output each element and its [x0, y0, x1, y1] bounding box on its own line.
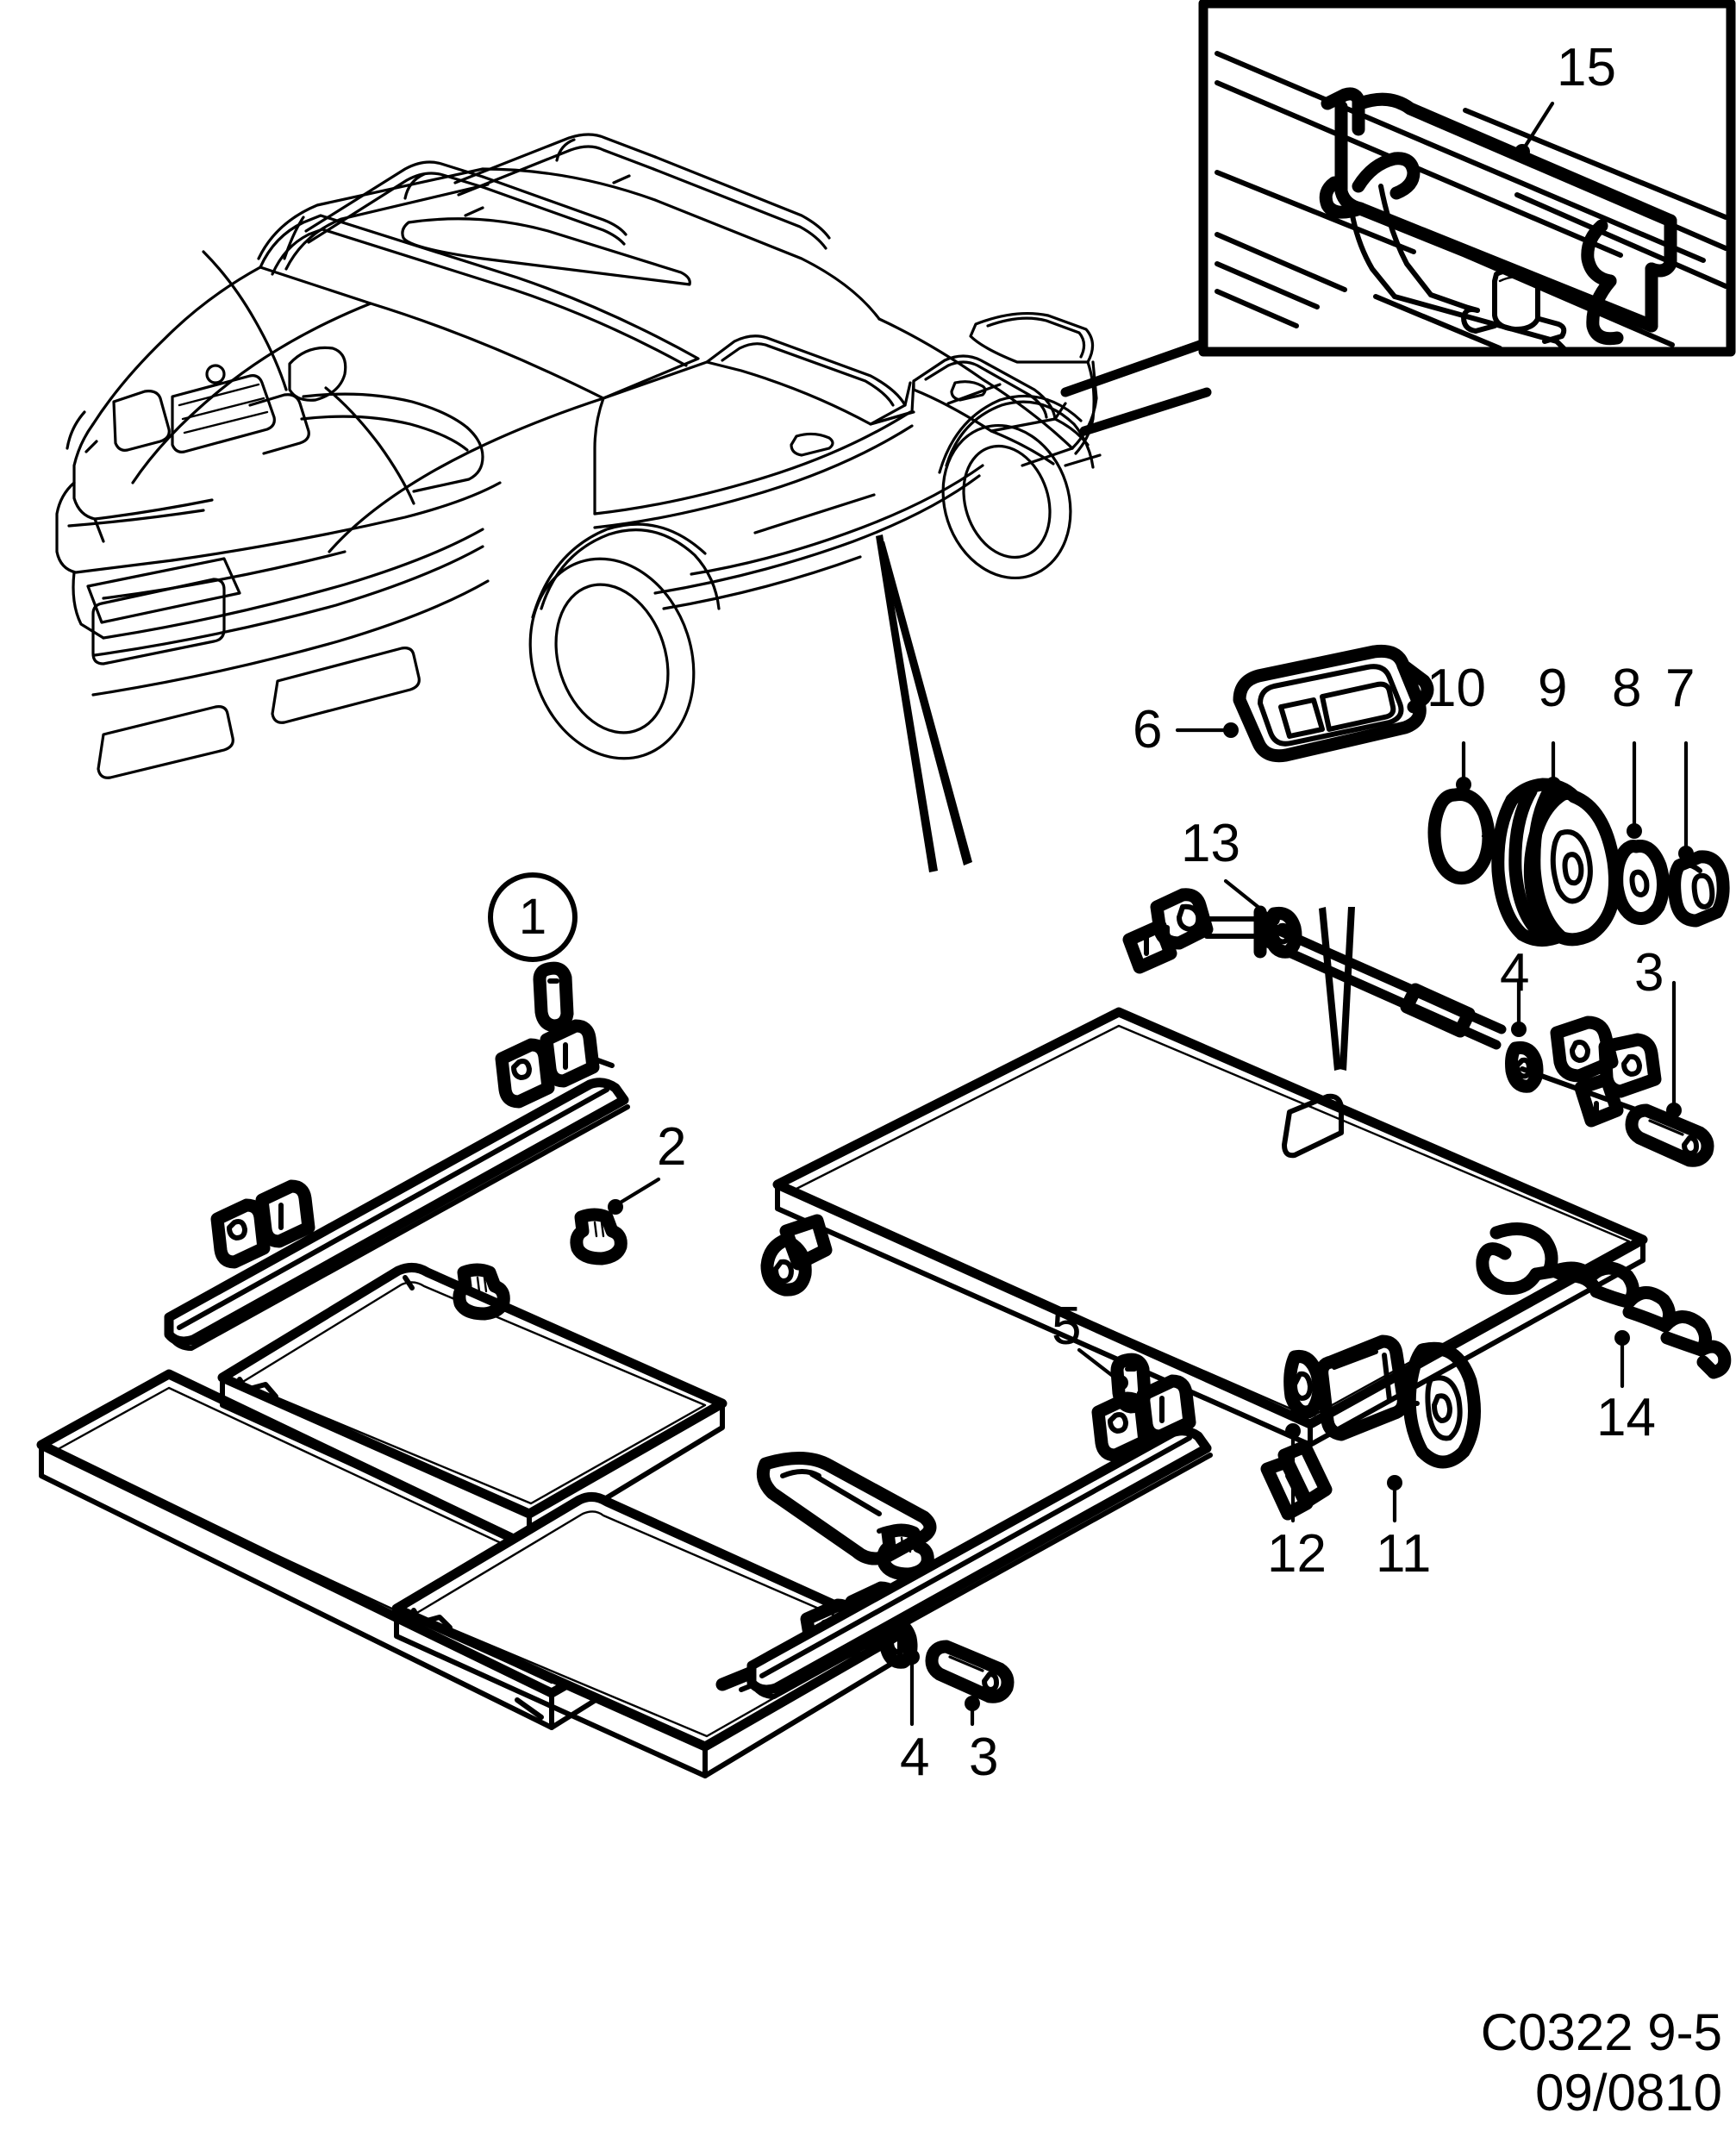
- cover-right-bracket-assembly: [1505, 1016, 1714, 1167]
- detail-inset-box: [1198, 0, 1736, 357]
- callout-11-label: 11: [1376, 1524, 1432, 1584]
- cover-left-roller-bracket: [760, 1214, 833, 1297]
- callout-13-label: 13: [1181, 814, 1240, 873]
- cover-top-bracket-13: [1122, 888, 1507, 1050]
- washer-part8: [1610, 840, 1670, 925]
- inset-inner-stud: [1347, 184, 1570, 354]
- callout-6-label: 6: [1133, 700, 1163, 759]
- callout-15-label: 15: [1557, 38, 1616, 97]
- callout-9-label: 9: [1538, 659, 1568, 718]
- cargo-cover-panel: [760, 878, 1714, 1521]
- vehicle-illustration: [55, 133, 1102, 779]
- sheet-date: 09/0810: [1535, 2064, 1722, 2122]
- trim-strip-upper: [217, 1263, 727, 1547]
- roller-hardware-group: [1427, 741, 1730, 947]
- callout-2-label: 2: [657, 1117, 687, 1177]
- roller-stud-group: [1283, 1334, 1481, 1523]
- rail-bar-lower: [746, 1426, 1213, 1699]
- callout-7-label: 7: [1665, 659, 1695, 718]
- callout-10-label: 10: [1427, 659, 1486, 718]
- sheet-code: C0322 9-5: [1480, 2003, 1722, 2062]
- callout-4-lower-label: 4: [900, 1728, 930, 1787]
- callout-3-upper-label: 3: [1634, 943, 1664, 1003]
- washer-part12: [1283, 1349, 1326, 1419]
- callout-3-lower-label: 3: [969, 1728, 999, 1787]
- curved-trim-piece: [756, 1451, 937, 1565]
- callout-1-circle: 1: [488, 872, 578, 962]
- retaining-ring-part10: [1427, 787, 1496, 885]
- retaining-clip-15: [1319, 87, 1677, 346]
- vehicle-cargo-leaders: [876, 534, 972, 872]
- cover-bottom-bracket: [1260, 1440, 1333, 1521]
- nut-part7: [1668, 850, 1730, 928]
- callout-12-label: 12: [1267, 1524, 1327, 1584]
- hook-coiled-strap-part14: [1476, 1222, 1732, 1389]
- handle-bezel-part6: [1175, 644, 1434, 763]
- rail-bracket-right: [495, 961, 615, 1109]
- rail-bar-upper: [164, 1078, 630, 1351]
- callout-1-label: 1: [518, 889, 547, 945]
- callout-5-label: 5: [1052, 1297, 1082, 1356]
- roller-pulley-part9: [1491, 778, 1622, 947]
- callout-8-label: 8: [1612, 659, 1642, 718]
- callout-14-label: 14: [1596, 1388, 1656, 1447]
- rail-bracket-left: [210, 1179, 315, 1269]
- roller-stud-part11: [1315, 1334, 1481, 1469]
- callout-4-upper-label: 4: [1500, 943, 1530, 1003]
